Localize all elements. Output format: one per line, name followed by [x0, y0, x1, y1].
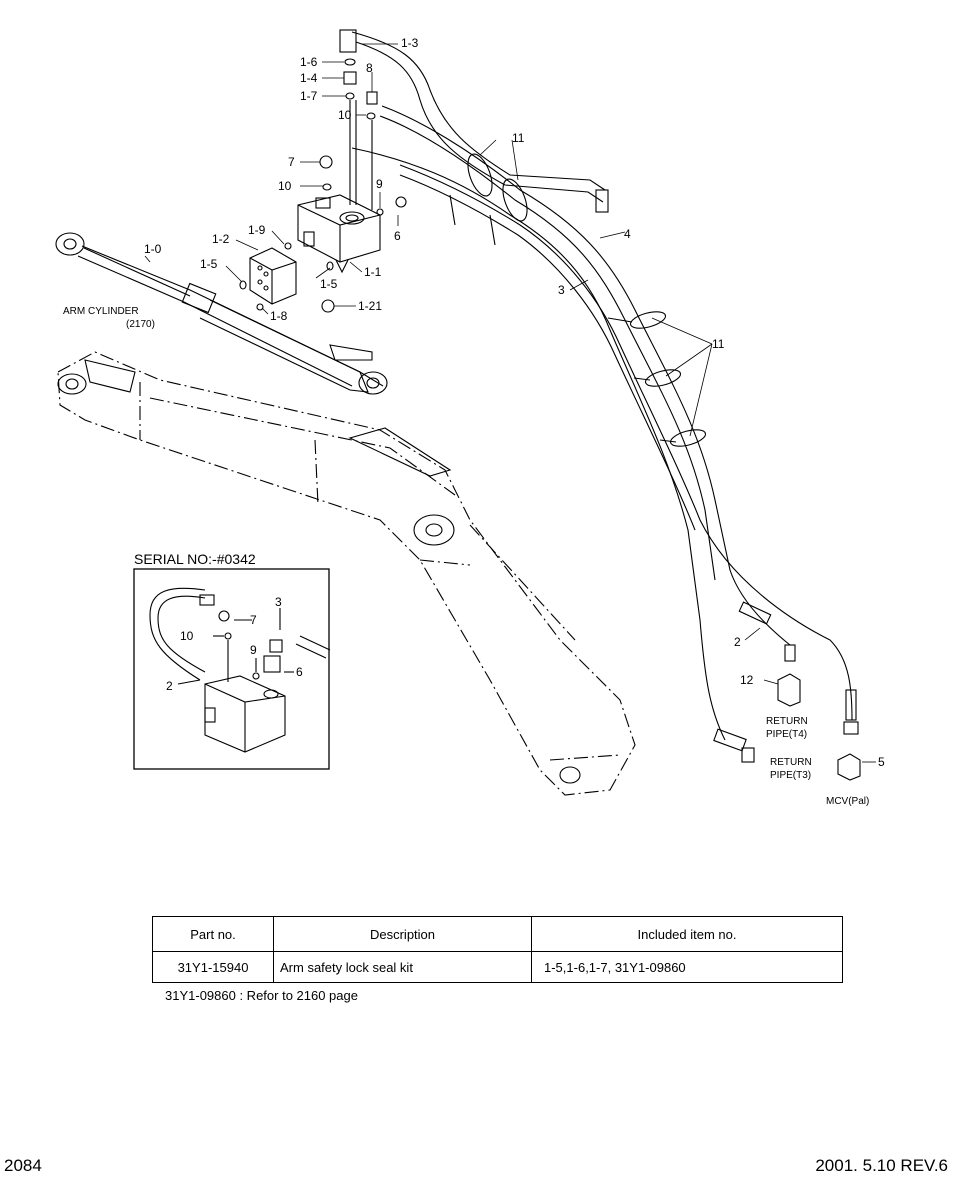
- header-included-items: Included item no.: [531, 916, 843, 952]
- header-description: Description: [273, 916, 532, 952]
- label-arm-cylinder-ref: (2170): [126, 319, 155, 330]
- header-part-no: Part no.: [152, 916, 274, 952]
- label-7: 7: [288, 155, 295, 169]
- page-number: 2084: [4, 1156, 42, 1175]
- label-return-t4-2: PIPE(T4): [766, 729, 807, 740]
- cell-included-items: 1-5,1-6,1-7, 31Y1-09860: [531, 951, 843, 983]
- hoses-3-4: [351, 105, 859, 763]
- label-10b: 10: [278, 179, 292, 193]
- label-1-7: 1-7: [300, 89, 318, 103]
- label-1-0: 1-0: [144, 242, 162, 256]
- label-12: 12: [740, 673, 754, 687]
- label-arm-cylinder: ARM CYLINDER: [63, 306, 139, 317]
- label-4: 4: [624, 227, 631, 241]
- label-1-6: 1-6: [300, 55, 318, 69]
- inset-box: [133, 568, 331, 770]
- label-2: 2: [734, 635, 741, 649]
- label-6: 6: [394, 229, 401, 243]
- label-1-4: 1-4: [300, 71, 318, 85]
- reference-note: 31Y1-09860 : Refor to 2160 page: [165, 988, 358, 1003]
- table-row: 31Y1-15940 Arm safety lock seal kit 1-5,…: [152, 951, 843, 983]
- label-1-2: 1-2: [212, 232, 230, 246]
- inset-label-3: 3: [275, 595, 282, 609]
- safety-valve-1-1: [297, 100, 381, 274]
- cell-description: Arm safety lock seal kit: [273, 951, 532, 983]
- parts-diagram: 1-3 1-6 1-4 1-7 8 10 11 7 10 9 6 1-9 1-2…: [55, 29, 885, 807]
- label-5: 5: [878, 755, 885, 769]
- label-1-8: 1-8: [270, 309, 288, 323]
- leader-lines: [144, 43, 876, 763]
- label-1-1: 1-1: [364, 265, 382, 279]
- part-labels: 1-3 1-6 1-4 1-7 8 10 11 7 10 9 6 1-9 1-2…: [63, 36, 885, 807]
- label-11a: 11: [512, 131, 525, 145]
- inset-label-6: 6: [296, 665, 303, 679]
- label-1-3: 1-3: [401, 36, 419, 50]
- label-3: 3: [558, 283, 565, 297]
- return-fittings: [777, 673, 861, 781]
- label-return-t4-1: RETURN: [766, 716, 808, 727]
- block-1-2: [249, 247, 297, 305]
- revision-date: 2001. 5.10 REV.6: [815, 1156, 948, 1175]
- label-1-5b: 1-5: [320, 277, 338, 291]
- label-11b: 11: [712, 337, 725, 351]
- label-mcv: MCV(Pal): [826, 796, 869, 807]
- parts-kit-table: Part no. Description Included item no. 3…: [152, 916, 843, 983]
- hose-clamps-11: [449, 153, 707, 447]
- label-10a: 10: [338, 108, 352, 122]
- boom-pins: [57, 359, 581, 784]
- arm-boom: [57, 351, 636, 796]
- label-return-t3-2: PIPE(T3): [770, 770, 811, 781]
- inset-label-2: 2: [166, 679, 173, 693]
- cell-part-no: 31Y1-15940: [152, 951, 274, 983]
- label-1-21: 1-21: [358, 299, 382, 313]
- table-header-row: Part no. Description Included item no.: [152, 916, 843, 952]
- label-1-9: 1-9: [248, 223, 266, 237]
- label-8: 8: [366, 61, 373, 75]
- arm-cylinder: [55, 232, 388, 395]
- label-9: 9: [376, 177, 383, 191]
- label-1-5a: 1-5: [200, 257, 218, 271]
- inset-label-10: 10: [180, 629, 194, 643]
- label-return-t3-1: RETURN: [770, 757, 812, 768]
- pipe-1-3: [351, 31, 609, 213]
- inset-label-7: 7: [250, 613, 257, 627]
- inset-label-9: 9: [250, 643, 257, 657]
- inset-title: SERIAL NO:-#0342: [134, 551, 256, 567]
